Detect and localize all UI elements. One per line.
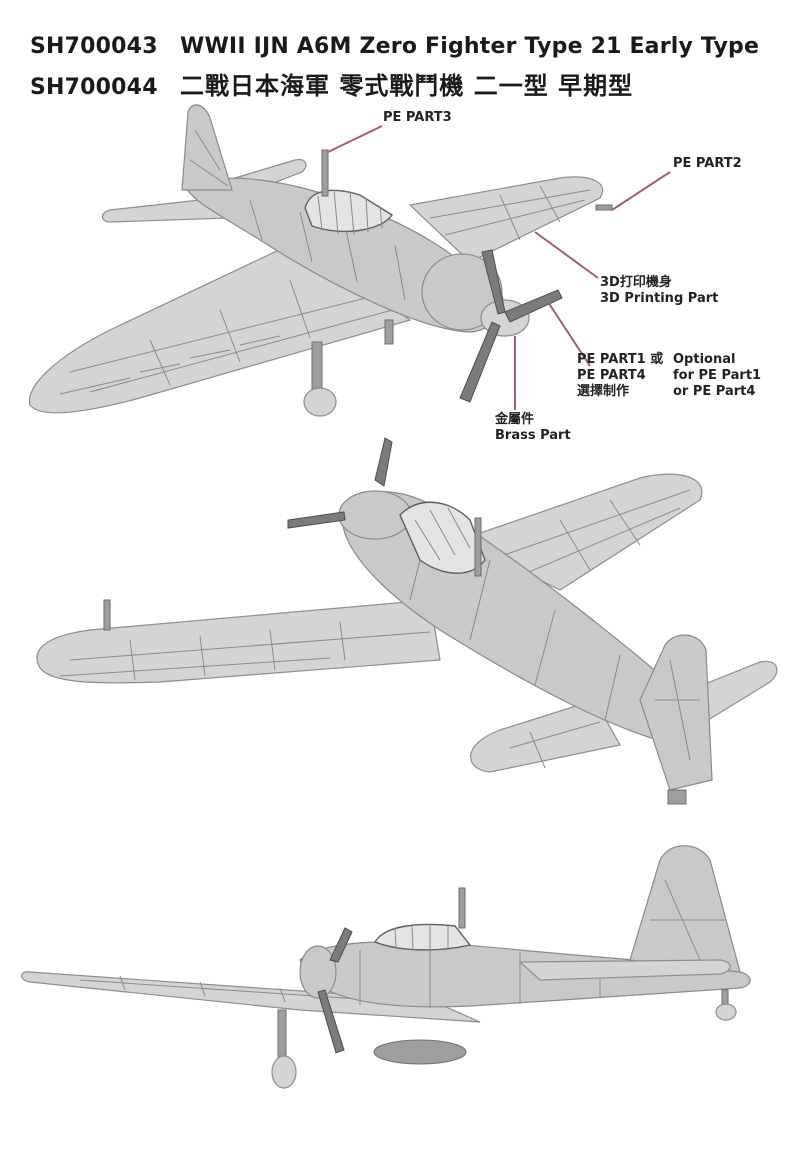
callout-select-cn: 選擇制作 xyxy=(577,384,630,399)
product-code-2: SH700044 xyxy=(30,75,158,100)
product-title-line-2: SH700044 二戰日本海軍 零式戰鬥機 二一型 早期型 xyxy=(30,66,633,101)
callout-brass-part: 金屬件 Brass Part xyxy=(495,412,571,444)
callout-optional-3: or PE Part4 xyxy=(673,384,756,399)
callout-pe-part1-or-part4-cn: PE PART1 或 PE PART4 選擇制作 xyxy=(577,352,663,400)
callout-optional-1: Optional xyxy=(673,352,736,367)
product-title-en: WWII IJN A6M Zero Fighter Type 21 Early … xyxy=(180,34,760,59)
aircraft-view-side xyxy=(21,845,751,1089)
aircraft-view-rear-top xyxy=(36,437,778,805)
callout-pe-part4-cn: PE PART4 xyxy=(577,368,646,383)
product-title-cn: 二戰日本海軍 零式戰鬥機 二一型 早期型 xyxy=(180,72,634,100)
callout-pe-part2: PE PART2 xyxy=(673,156,742,171)
callout-3d-printing-cn: 3D打印機身 xyxy=(600,275,672,290)
callout-3d-printing-en: 3D Printing Part xyxy=(600,291,719,306)
callout-leaders xyxy=(327,125,671,410)
callout-optional-en: Optional for PE Part1 or PE Part4 xyxy=(673,352,761,400)
callout-3d-printing: 3D打印機身 3D Printing Part xyxy=(600,275,718,307)
callout-brass-cn: 金屬件 xyxy=(495,412,535,427)
product-title-line-1: SH700043 WWII IJN A6M Zero Fighter Type 2… xyxy=(30,34,759,59)
callout-pe-part1-cn: PE PART1 或 xyxy=(577,352,664,367)
callout-brass-en: Brass Part xyxy=(495,428,571,443)
aircraft-view-top-front xyxy=(28,104,613,417)
callout-optional-2: for PE Part1 xyxy=(673,368,762,383)
callout-pe-part3: PE PART3 xyxy=(383,110,452,125)
product-code-1: SH700043 xyxy=(30,34,158,59)
